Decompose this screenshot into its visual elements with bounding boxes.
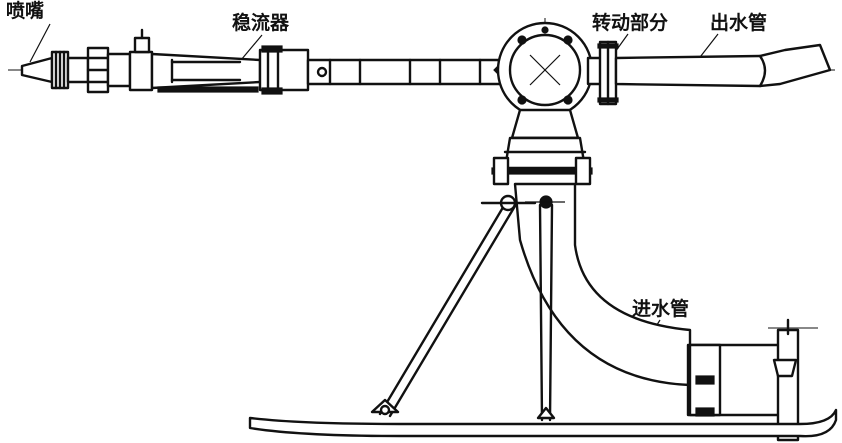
rotating-part (491, 18, 594, 186)
arm (306, 58, 511, 86)
nozzle (20, 46, 110, 94)
inlet-pipe-label: 进水管 (632, 298, 690, 320)
stabilizer (106, 28, 310, 95)
outlet-pipe-label: 出水管 (710, 12, 768, 34)
stabilizer-label: 稳流器 (232, 12, 290, 34)
outlet-pipe (586, 40, 832, 106)
support-legs (370, 194, 565, 422)
inlet-pipe (513, 182, 818, 442)
rotating-part-label: 转动部分 (592, 12, 669, 34)
nozzle-label: 喷嘴 (6, 0, 45, 22)
skid-base (248, 408, 838, 438)
